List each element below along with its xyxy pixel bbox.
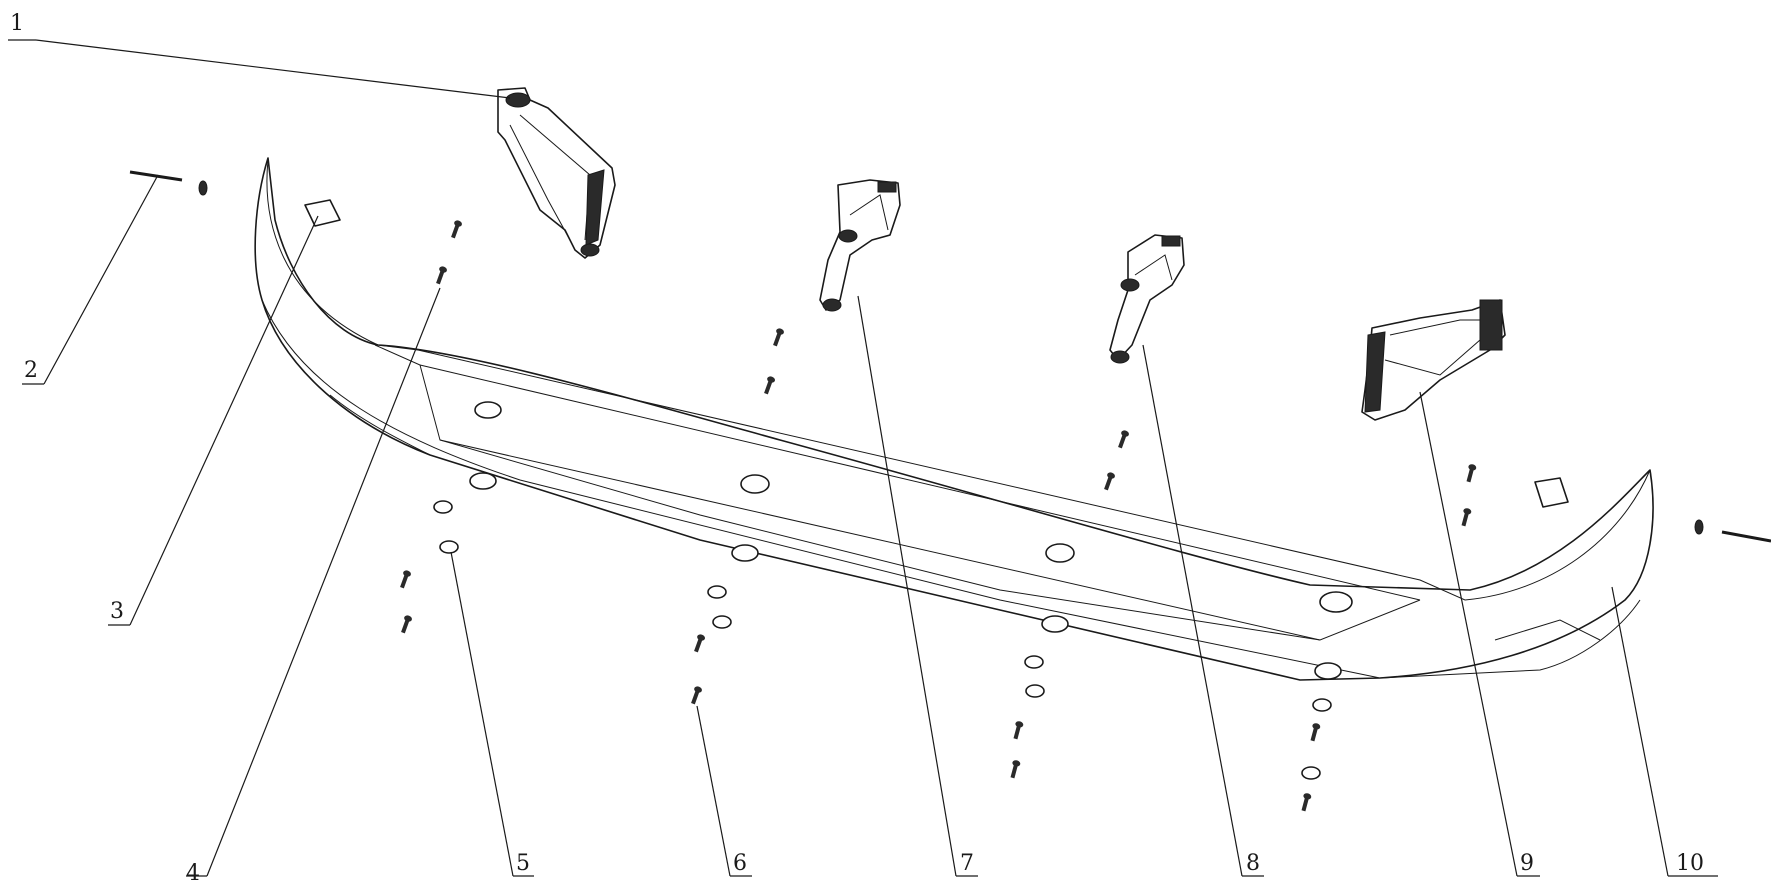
callout-6: 6 bbox=[733, 851, 747, 876]
callout-5: 5 bbox=[516, 851, 530, 876]
bracket-large-right bbox=[1361, 299, 1506, 421]
callout-4: 4 bbox=[186, 861, 200, 884]
bracket-small-7 bbox=[819, 179, 901, 312]
pin-left bbox=[129, 170, 208, 196]
callout-7: 7 bbox=[960, 851, 974, 876]
callout-2: 2 bbox=[24, 358, 38, 383]
spacer-block-right bbox=[1534, 477, 1569, 508]
callout-1: 1 bbox=[10, 11, 24, 36]
screws bbox=[400, 220, 1477, 812]
nuts bbox=[433, 500, 1332, 780]
callout-3: 3 bbox=[110, 599, 124, 624]
bracket-large-left bbox=[497, 87, 616, 259]
callout-8: 8 bbox=[1246, 851, 1260, 876]
bumper-body bbox=[254, 157, 1654, 681]
callout-10: 10 bbox=[1676, 851, 1704, 876]
callout-labels: 1 2 3 4 5 6 7 8 9 10 bbox=[10, 11, 1704, 884]
leader-lines bbox=[8, 39, 1718, 877]
pin-right bbox=[1694, 519, 1771, 543]
callout-9: 9 bbox=[1520, 851, 1534, 876]
bracket-small-8 bbox=[1109, 234, 1185, 364]
spacer-block-left bbox=[304, 199, 341, 227]
